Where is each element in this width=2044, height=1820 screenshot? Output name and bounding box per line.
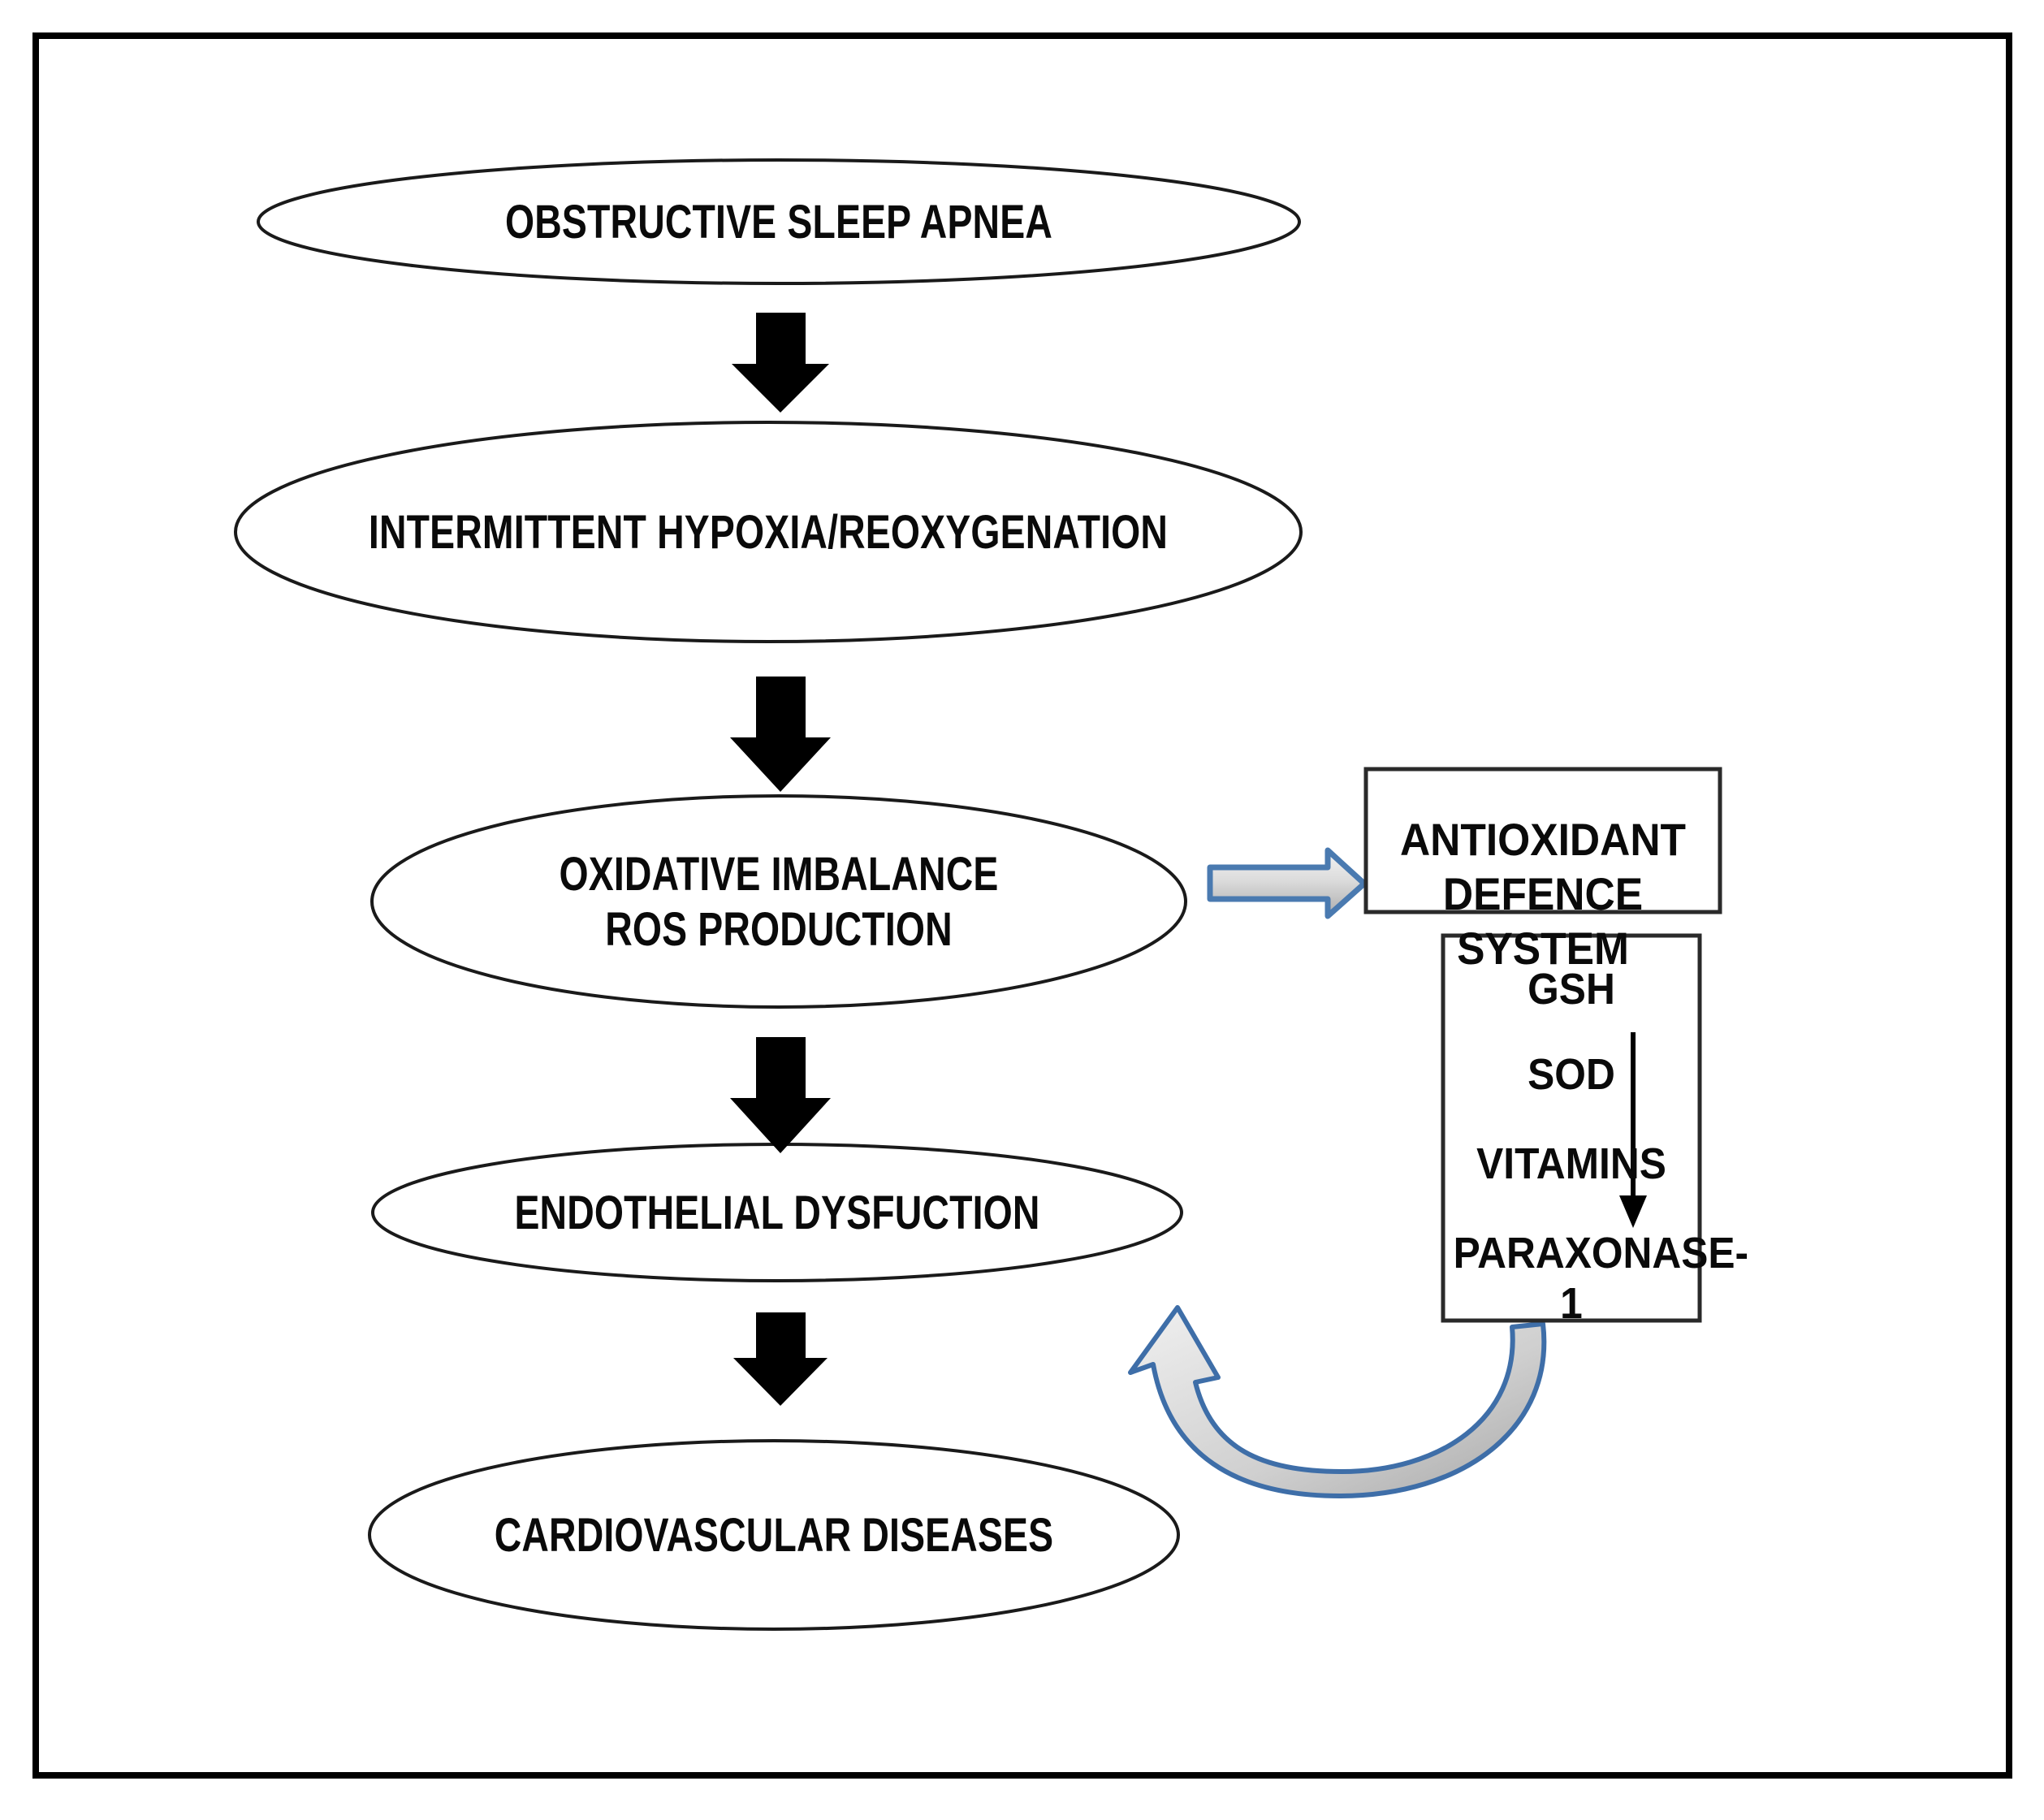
list-item-vitamins: VITAMINS — [1476, 1139, 1666, 1188]
node-label-cvd: CARDIOVASCULAR DISEASES — [494, 1509, 1054, 1562]
node-label-oxidative: OXIDATIVE IMBALANCE ROS PRODUCTION — [559, 848, 999, 957]
node-label-endothelial: ENDOTHELIAL DYSFUCTION — [514, 1187, 1040, 1239]
node-label-hypoxia: INTERMITTENT HYPOXIA/REOXYGENATION — [368, 506, 1169, 559]
list-item-gsh: GSH — [1528, 965, 1615, 1014]
list-item-paraxonase-1: PARAXONASE-1 — [1453, 1229, 1749, 1328]
list-item-sod: SOD — [1528, 1050, 1615, 1099]
markers-list: GSH SOD VITAMINS PARAXONASE-1 — [1443, 936, 1748, 1328]
box-label-antioxidant-defence-system: ANTIOXIDANT DEFENCE SYSTEM — [1399, 814, 1687, 975]
node-label-osa: OBSTRUCTIVE SLEEP APNEA — [504, 196, 1052, 249]
